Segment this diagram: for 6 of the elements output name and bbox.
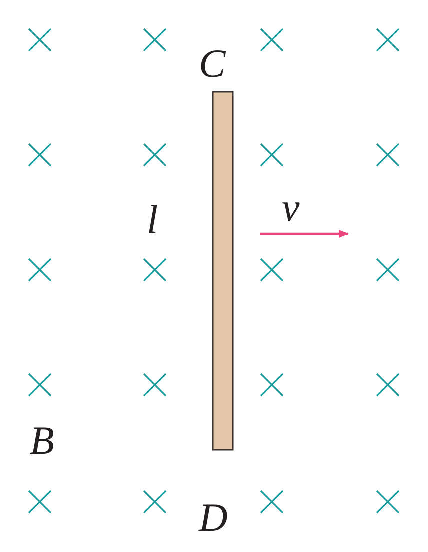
rod: [212, 91, 234, 451]
symbol-label: v: [282, 188, 300, 228]
symbol-label: B: [30, 421, 54, 461]
symbol-label: D: [199, 498, 228, 538]
symbol-label: C: [199, 44, 226, 84]
symbol-label: l: [147, 200, 158, 240]
